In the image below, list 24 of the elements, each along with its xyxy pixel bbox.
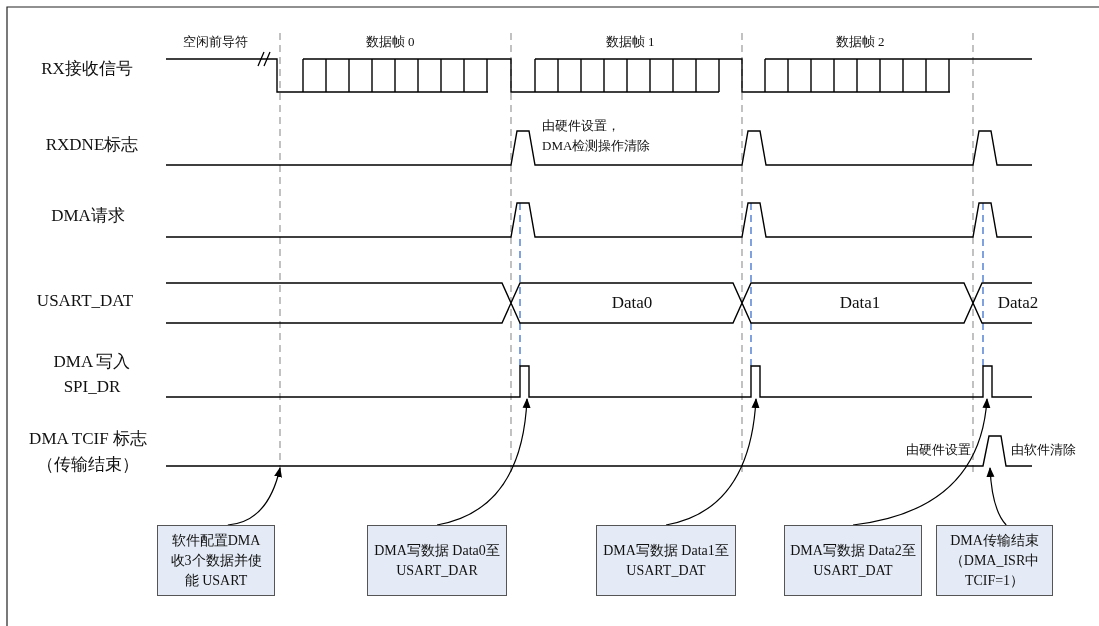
signal-label: DMA TCIF 标志（传输结束） <box>28 428 148 476</box>
data-label: Data1 <box>838 292 882 314</box>
signal-label: USART_DAT <box>35 290 135 312</box>
data-label: Data0 <box>610 292 654 314</box>
arrow <box>665 398 760 526</box>
callout-box: DMA传输结束（DMA_ISR中TCIF=1） <box>936 525 1053 596</box>
callout-box: DMA写数据 Data1至USART_DAT <box>596 525 736 596</box>
callout-box: DMA写数据 Data0至USART_DAR <box>367 525 507 596</box>
annotation: 由硬件设置 <box>905 442 971 459</box>
callout-box: DMA写数据 Data2至USART_DAT <box>784 525 922 596</box>
data-label: Data2 <box>996 292 1040 314</box>
annotation: 由硬件设置，DMA检测操作清除 <box>542 117 652 155</box>
signal-label: RXDNE标志 <box>44 134 140 156</box>
frame-label: 空闲前导符 <box>181 34 249 51</box>
signal-label: RX接收信号 <box>40 58 134 80</box>
frame-label: 数据帧 2 <box>834 34 886 51</box>
arrow <box>436 398 531 526</box>
signal-label: DMA请求 <box>50 205 126 227</box>
callout-box: 软件配置DMA收3个数据并使能 USART <box>157 525 275 596</box>
arrow <box>986 467 1007 526</box>
frame-label: 数据帧 0 <box>364 34 416 51</box>
signal-label: DMA 写入 SPI_DR <box>52 351 132 398</box>
annotation: 由软件清除 <box>1011 442 1077 459</box>
frame-label: 数据帧 1 <box>604 34 656 51</box>
